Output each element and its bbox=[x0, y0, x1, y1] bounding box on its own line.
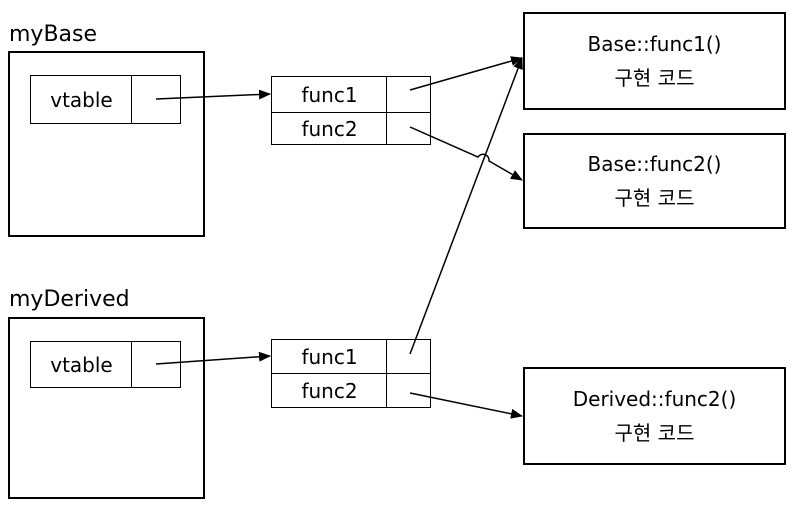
object-name-mybase: myBase bbox=[9, 22, 98, 47]
impl-name: Base::func1() bbox=[587, 32, 722, 56]
vtable-pointer-slot-myderived bbox=[131, 341, 181, 388]
derived-vtable-entry-func2: func2 bbox=[271, 373, 388, 408]
arrow-derived-func1-to-impl bbox=[409, 57, 523, 355]
arrow-base-func2-to-impl bbox=[409, 126, 523, 181]
impl-caption: 구현 코드 bbox=[614, 66, 695, 90]
impl-name: Derived::func2() bbox=[572, 387, 737, 411]
impl-box-base-func2: Base::func2() 구현 코드 bbox=[523, 133, 786, 229]
arrow-mybase-to-vtable bbox=[155, 89, 271, 100]
vtable-pointer-slot-mybase bbox=[131, 75, 181, 124]
impl-caption: 구현 코드 bbox=[614, 186, 695, 210]
base-vtable-slot-func1 bbox=[386, 76, 431, 114]
arrow-base-func1-to-impl bbox=[409, 56, 523, 91]
vtable-pointer-label-mybase: vtable bbox=[30, 75, 133, 124]
vtable-pointer-label-myderived: vtable bbox=[30, 341, 133, 388]
object-name-myderived: myDerived bbox=[9, 287, 130, 312]
derived-vtable-entry-func1: func1 bbox=[271, 339, 388, 375]
arrow-derived-func2-to-impl bbox=[409, 392, 523, 419]
derived-vtable-slot-func1 bbox=[386, 339, 431, 375]
impl-box-base-func1: Base::func1() 구현 코드 bbox=[523, 12, 786, 110]
base-vtable-slot-func2 bbox=[386, 112, 431, 145]
arrow-myderived-to-vtable bbox=[155, 351, 271, 365]
impl-box-derived-func2: Derived::func2() 구현 코드 bbox=[523, 367, 786, 465]
derived-vtable-slot-func2 bbox=[386, 373, 431, 408]
impl-name: Base::func2() bbox=[587, 152, 722, 176]
impl-caption: 구현 코드 bbox=[614, 421, 695, 445]
